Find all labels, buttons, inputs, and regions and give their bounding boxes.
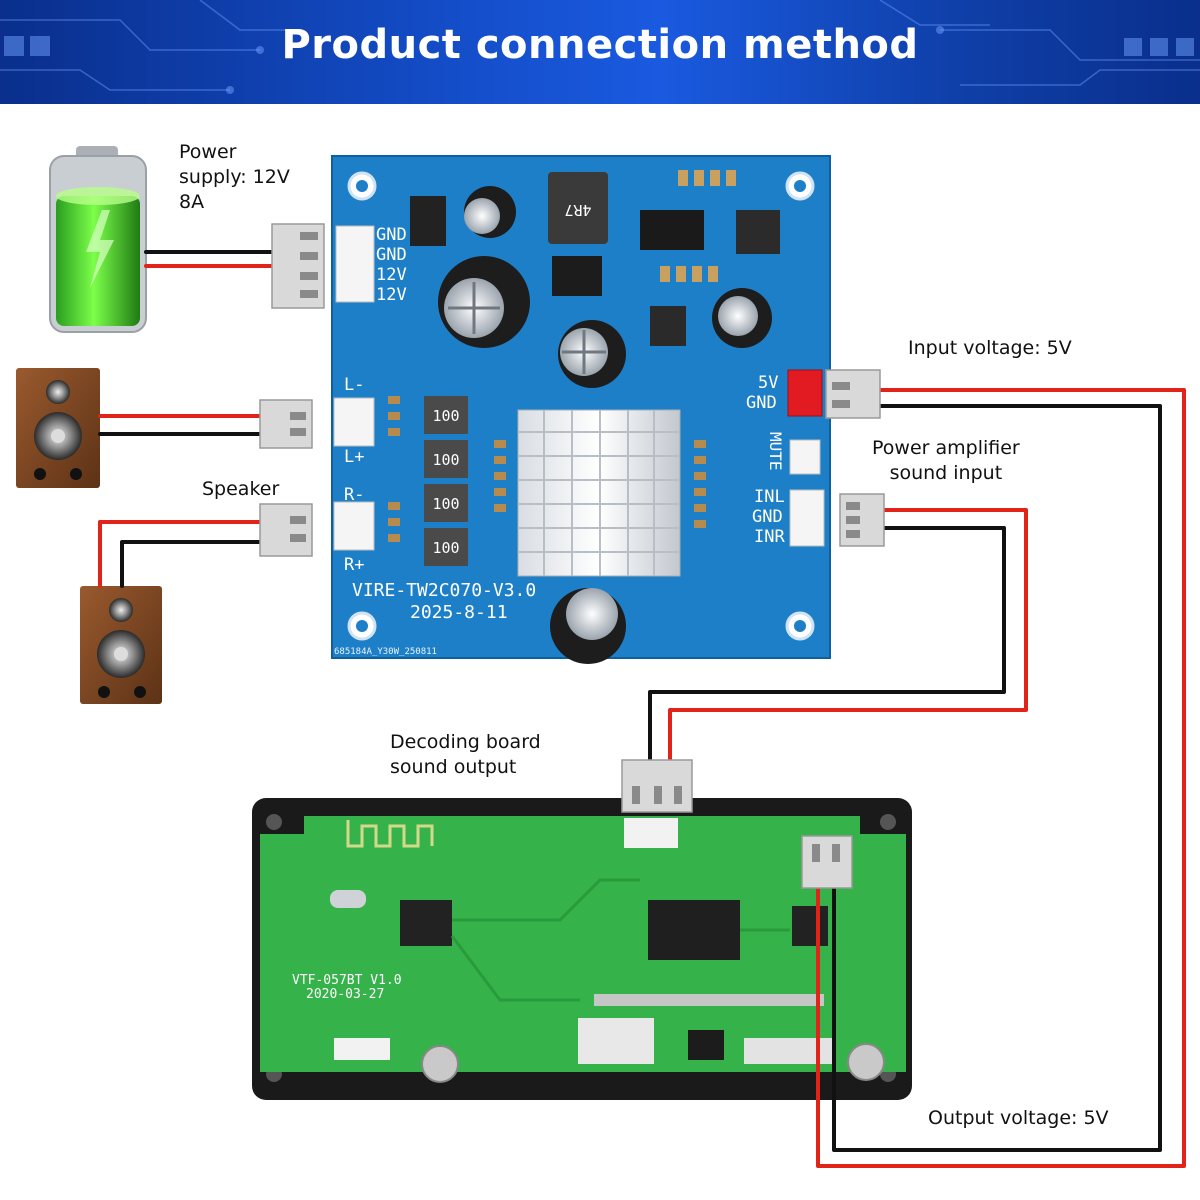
label-decoding-output: Decoding board sound output xyxy=(390,731,541,778)
pin-label-r-minus: R- xyxy=(344,485,364,505)
label-pa-sound-input: Power amplifier sound input xyxy=(872,437,1020,484)
speaker-right-icon xyxy=(80,586,162,704)
page-title: Product connection method xyxy=(281,22,919,68)
svg-text:100: 100 xyxy=(432,495,459,513)
label-power-supply: Power supply: 12V 8A xyxy=(179,141,290,213)
header-banner: Product connection method xyxy=(0,0,1200,104)
label-speaker: Speaker xyxy=(202,478,280,500)
svg-text:100: 100 xyxy=(432,539,459,557)
decoder-model: VTF-057BT V1.0 xyxy=(292,973,402,988)
label-output-voltage: Output voltage: 5V xyxy=(928,1107,1109,1129)
board-model: VIRE-TW2C070-V3.0 xyxy=(352,580,536,601)
board-date: 2025-8-11 xyxy=(410,602,508,623)
pin-label-l-plus: L+ xyxy=(344,447,364,467)
pin-label-inl: INL xyxy=(754,487,785,507)
output-inductors: 100 100 100 100 xyxy=(424,396,468,566)
pin-label-inr: INR xyxy=(754,527,785,547)
label-input-voltage: Input voltage: 5V xyxy=(908,337,1072,359)
mute-label: MUTE xyxy=(766,432,785,471)
svg-text:100: 100 xyxy=(432,407,459,425)
pin-label-l-minus: L- xyxy=(344,375,364,395)
pin-label-12v2: 12V xyxy=(376,285,407,305)
battery-icon xyxy=(49,146,147,333)
decoder-date: 2020-03-27 xyxy=(306,987,384,1002)
pin-label-12v1: 12V xyxy=(376,265,407,285)
wires xyxy=(98,250,1186,1168)
svg-text:100: 100 xyxy=(432,451,459,469)
pin-label-gnd-in: GND xyxy=(752,507,783,527)
heatsink xyxy=(517,409,681,577)
pin-label-gnd-aux: GND xyxy=(746,393,777,413)
circuit-pattern-decoration xyxy=(0,0,1200,94)
board-serial: 685184A_Y30W_250811 xyxy=(334,647,437,657)
pin-label-gnd2: GND xyxy=(376,245,407,265)
amplifier-board: 4R7 xyxy=(331,155,831,664)
speaker-left-icon xyxy=(16,368,100,488)
decoder-board: VTF-057BT V1.0 2020-03-27 xyxy=(252,798,912,1100)
inductor-mark: 4R7 xyxy=(564,201,591,219)
pin-label-5v: 5V xyxy=(758,373,778,393)
capacitor-large xyxy=(438,256,530,348)
pin-label-r-plus: R+ xyxy=(344,555,364,575)
pin-label-gnd1: GND xyxy=(376,225,407,245)
